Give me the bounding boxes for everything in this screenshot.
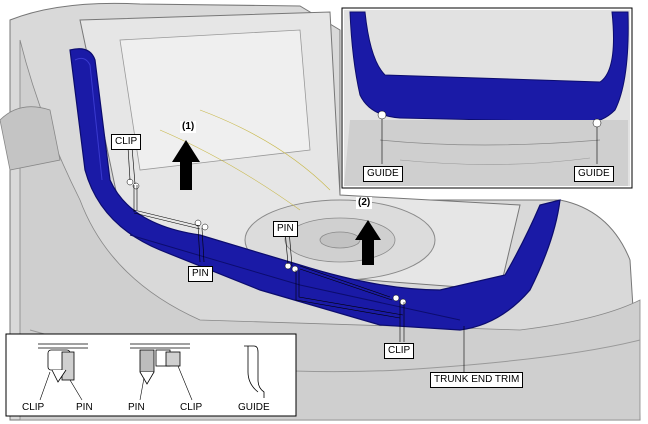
step-1-label: (1) [180, 121, 197, 133]
fastener-markers [126, 178, 407, 306]
clip-pin-symbol [38, 343, 88, 383]
trunk-end-trim-label: TRUNK END TRIM [430, 372, 524, 388]
fastener-legend [5, 333, 297, 417]
leader-lines [127, 146, 465, 372]
pin-label-right: PIN [273, 221, 298, 237]
clip-marker [201, 223, 209, 231]
inset-view [341, 7, 633, 189]
removal-arrows [172, 140, 381, 265]
clip-label-top: CLIP [111, 134, 142, 150]
legend-clip-2: CLIP [180, 402, 203, 413]
legend-clip-1: CLIP [22, 402, 45, 413]
guide-label-left: GUIDE [363, 166, 403, 182]
legend-pin-2: PIN [128, 402, 145, 413]
clip-marker [399, 298, 407, 306]
pin-clip-symbol [130, 343, 190, 385]
step-2-label: (2) [356, 197, 373, 209]
guide-marker [592, 118, 602, 128]
guide-symbol [244, 345, 265, 398]
legend-guide: GUIDE [238, 402, 270, 413]
trunk-end-trim [69, 48, 561, 331]
clip-label-bottom: CLIP [384, 343, 415, 359]
pin-marker [132, 182, 140, 190]
pin-label-mid: PIN [188, 266, 213, 282]
clip-marker [392, 294, 400, 302]
guide-marker [377, 110, 387, 120]
legend-pin-1: PIN [76, 402, 93, 413]
arrow-up-icon [355, 220, 381, 265]
guide-label-right: GUIDE [574, 166, 614, 182]
pin-marker [291, 265, 299, 273]
arrow-up-icon [172, 140, 200, 190]
